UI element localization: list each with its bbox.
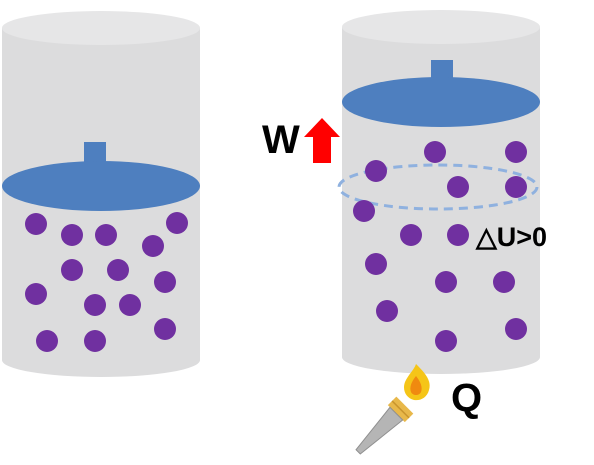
- particle: [36, 330, 58, 352]
- particle: [365, 253, 387, 275]
- particle: [376, 300, 398, 322]
- left-particles: [25, 212, 188, 352]
- particle: [365, 160, 387, 182]
- particle: [107, 259, 129, 281]
- right-particles: [353, 141, 527, 352]
- particle: [119, 294, 141, 316]
- up-arrow-icon: [304, 118, 340, 163]
- particle: [166, 212, 188, 234]
- particle: [353, 200, 375, 222]
- right-cylinder-top: [342, 10, 540, 44]
- left-piston: [2, 142, 200, 211]
- particle: [505, 318, 527, 340]
- particle: [154, 318, 176, 340]
- particle: [95, 224, 117, 246]
- previous-piston-position-outline: [337, 163, 539, 211]
- left-cylinder-bottom: [2, 343, 200, 377]
- particle: [424, 141, 446, 163]
- particle: [447, 224, 469, 246]
- particle: [84, 330, 106, 352]
- particle: [505, 176, 527, 198]
- particle: [447, 176, 469, 198]
- right-piston: [342, 60, 540, 127]
- particle: [505, 141, 527, 163]
- right-cylinder-bottom: [342, 340, 540, 374]
- particle: [142, 235, 164, 257]
- work-label: W: [262, 118, 300, 162]
- particle: [400, 224, 422, 246]
- delta-u-label: △U>0: [475, 222, 547, 252]
- particle: [493, 271, 515, 293]
- heat-label: Q: [451, 376, 482, 420]
- right-piston-plate: [342, 77, 540, 127]
- particle: [435, 330, 457, 352]
- particle: [84, 294, 106, 316]
- particle: [435, 271, 457, 293]
- particle: [61, 224, 83, 246]
- particle: [25, 213, 47, 235]
- particle: [154, 271, 176, 293]
- left-piston-plate: [2, 161, 200, 211]
- particle: [25, 283, 47, 305]
- particle: [61, 259, 83, 281]
- left-cylinder-top: [2, 11, 200, 45]
- flame-inner: [410, 376, 422, 395]
- torch-icon: [355, 364, 430, 455]
- torch-handle: [355, 406, 404, 455]
